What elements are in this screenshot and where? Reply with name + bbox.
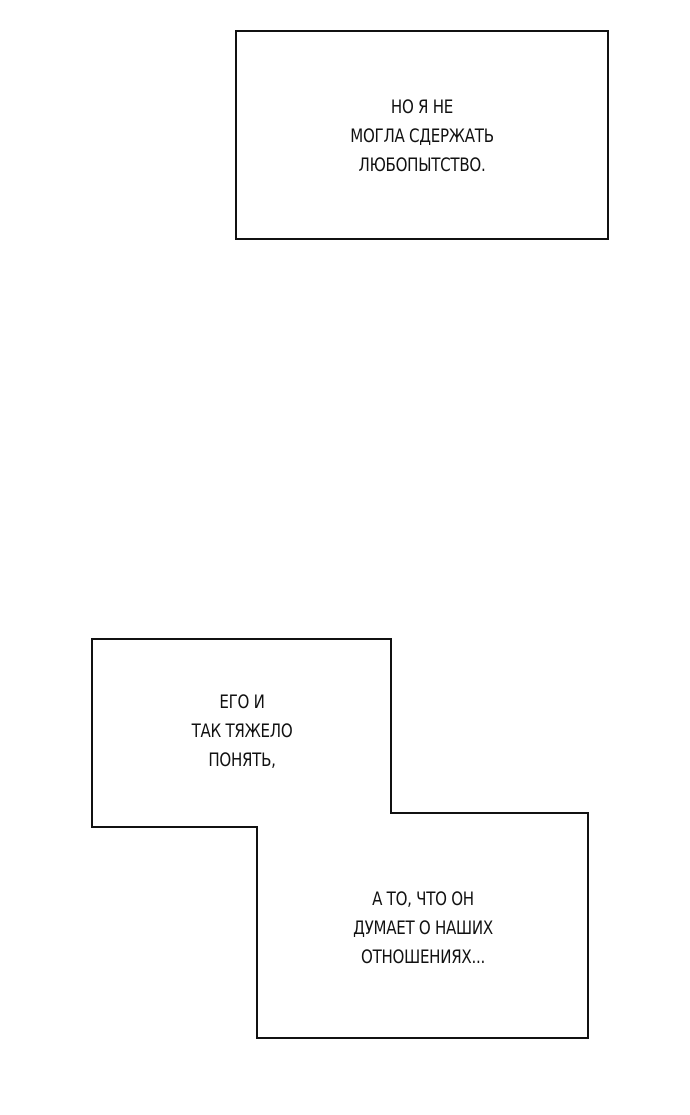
- caption-text-curiosity: НО Я НЕ МОГЛА СДЕРЖАТЬ ЛЮБОПЫТСТВО.: [350, 96, 494, 176]
- caption-text-hard-to-understand: ЕГО И ТАК ТЯЖЕЛО ПОНЯТЬ,: [191, 691, 293, 771]
- caption-box-top: [235, 30, 609, 240]
- caption-text-relationship: А ТО, ЧТО ОН ДУМАЕТ О НАШИХ ОТНОШЕНИЯХ..…: [353, 888, 493, 968]
